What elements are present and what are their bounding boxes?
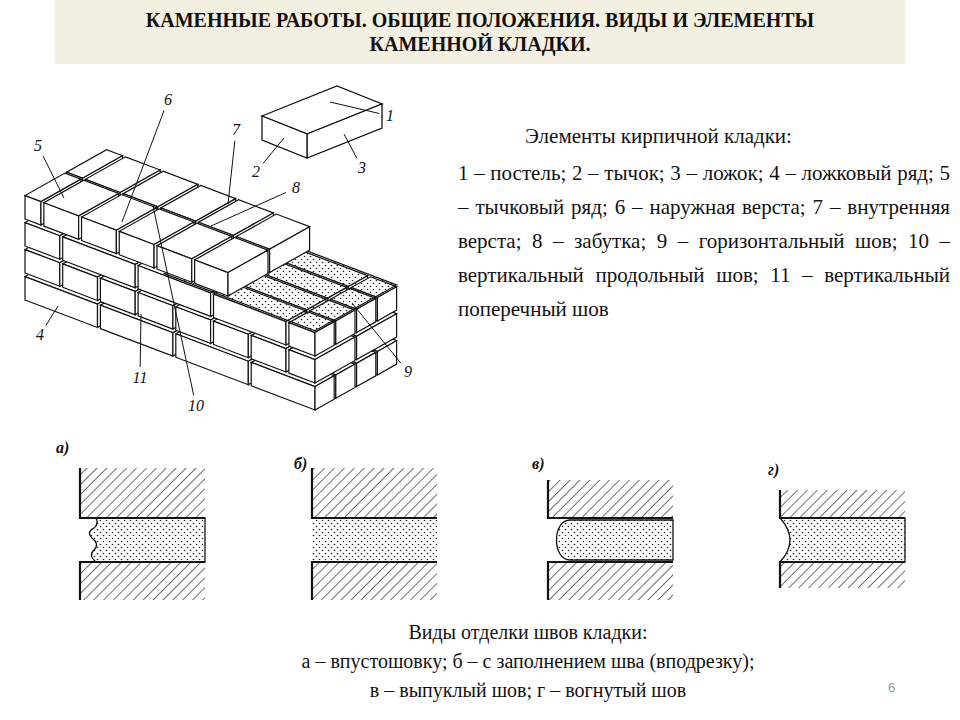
single-brick (262, 86, 382, 158)
figure-letter: а) (56, 440, 69, 456)
callout-number: 3 (356, 160, 368, 176)
callout-number: 11 (131, 370, 150, 386)
leader-line (122, 110, 164, 222)
leader-line (43, 156, 64, 198)
callout-number: 7 (230, 122, 242, 138)
caption-line: а – впустошовку; б – с заполнением шва (… (178, 648, 878, 674)
brick-face (195, 260, 228, 296)
title-band (55, 0, 905, 64)
brick-face (44, 203, 79, 240)
leader-line (330, 102, 379, 114)
callout-number: 2 (250, 164, 262, 180)
figure-letter: в) (532, 456, 544, 472)
figure-letter: б) (294, 456, 307, 472)
figure-letter: г) (768, 462, 779, 478)
joint-figure-d (780, 490, 905, 588)
callout-number: 8 (290, 180, 302, 196)
leader-line (140, 314, 142, 367)
leader-lines (43, 102, 401, 395)
brick-face (25, 196, 41, 225)
callout-number: 5 (32, 138, 44, 154)
masonry-wall (25, 150, 397, 410)
leader-line (228, 141, 235, 204)
leader-line (352, 303, 401, 363)
leader-line (46, 306, 58, 326)
joint-figure-c (548, 480, 673, 600)
callout-number: 1 (384, 108, 396, 124)
caption: Виды отделки швов кладки: (178, 619, 878, 645)
list-heading: Элементы кирпичной кладки: (525, 122, 792, 150)
brick-face (228, 250, 268, 296)
brick-face (119, 231, 154, 268)
leader-line (344, 134, 357, 158)
leader-line (263, 138, 284, 164)
caption-line: в – выпуклый шов; г – вогнутый шов (178, 677, 878, 703)
callout-number: 4 (34, 327, 46, 343)
slide-title: КАМЕННЫЕ РАБОТЫ. ОБЩИЕ ПОЛОЖЕНИЯ. ВИДЫ И… (130, 8, 830, 56)
leader-line (153, 206, 194, 395)
callout-number: 10 (186, 398, 206, 414)
brick-face (82, 217, 117, 254)
brick-face (157, 246, 192, 283)
callout-number: 6 (162, 92, 174, 108)
legend-list: 1 – постель; 2 – тычок; 3 – ложок; 4 – л… (458, 156, 950, 326)
page-number: 6 (888, 680, 895, 695)
leader-line (211, 192, 286, 226)
brick-face (270, 227, 310, 273)
joint-figure-a (80, 468, 205, 600)
joint-figure-b (312, 468, 437, 600)
callout-number: 9 (402, 364, 414, 380)
